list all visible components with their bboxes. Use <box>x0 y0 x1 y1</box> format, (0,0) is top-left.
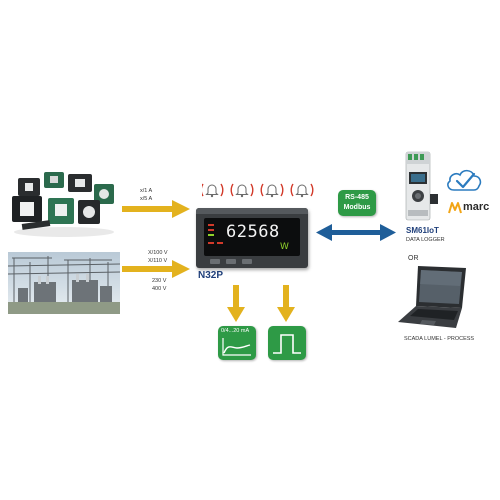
alarm-indicators <box>202 178 322 202</box>
modbus-label: Modbus <box>343 204 371 211</box>
marc-logo-icon <box>448 202 462 214</box>
voltage-input-label-2: X/110 V <box>148 258 168 264</box>
voltage-input-label-4: 400 V <box>152 286 167 292</box>
voltage-input-label-1: X/100 V <box>148 250 168 256</box>
meter-display: 62568 W <box>204 218 300 256</box>
rs485-modbus-badge: RS-485 Modbus <box>338 190 376 216</box>
current-input-label-2: x/5 A <box>140 196 153 202</box>
alarm-bell-icon <box>202 183 224 198</box>
n32p-meter: 62568 W <box>196 208 308 268</box>
pulse-output-tile <box>268 326 306 360</box>
current-input-arrow <box>122 200 190 218</box>
voltage-input-label-3: 230 V <box>152 278 167 284</box>
alarm-bell-icon <box>290 183 314 198</box>
rs485-bidirectional-arrow <box>316 224 396 241</box>
marc-logo: marc <box>448 200 492 216</box>
voltage-input-arrow <box>122 260 190 278</box>
analog-output-icon <box>222 338 251 356</box>
analog-output-tile: 0/4...20 mA <box>218 326 256 360</box>
scada-caption: SCADA LUMEL - PROCESS <box>404 336 475 342</box>
meter-reading: 62568 <box>226 222 280 242</box>
meter-model-label: N32P <box>198 270 224 281</box>
pulse-output-icon <box>273 334 301 354</box>
or-separator: OR <box>408 255 419 262</box>
substation-image <box>8 252 120 314</box>
sm61iot-device-image <box>402 150 442 224</box>
meter-button[interactable] <box>226 259 236 264</box>
meter-unit: W <box>280 242 289 252</box>
pulse-output-arrow <box>277 285 295 322</box>
analog-output-label: 0/4...20 mA <box>221 328 250 334</box>
rs485-label: RS-485 <box>345 194 369 201</box>
alarm-bell-icon <box>260 183 284 198</box>
logger-caption: DATA LOGGER <box>406 237 445 243</box>
current-input-label-1: x/1 A <box>140 188 153 194</box>
cloud-check-icon <box>444 166 486 194</box>
alarm-bell-icon <box>230 183 254 198</box>
analog-output-arrow <box>227 285 245 322</box>
meter-button[interactable] <box>210 259 220 264</box>
logger-model-label: SM61IoT <box>406 226 439 235</box>
marc-brand-text: marc <box>463 201 490 213</box>
current-transformers-image <box>8 170 120 240</box>
meter-button[interactable] <box>242 259 252 264</box>
scada-laptop-image <box>396 264 470 334</box>
